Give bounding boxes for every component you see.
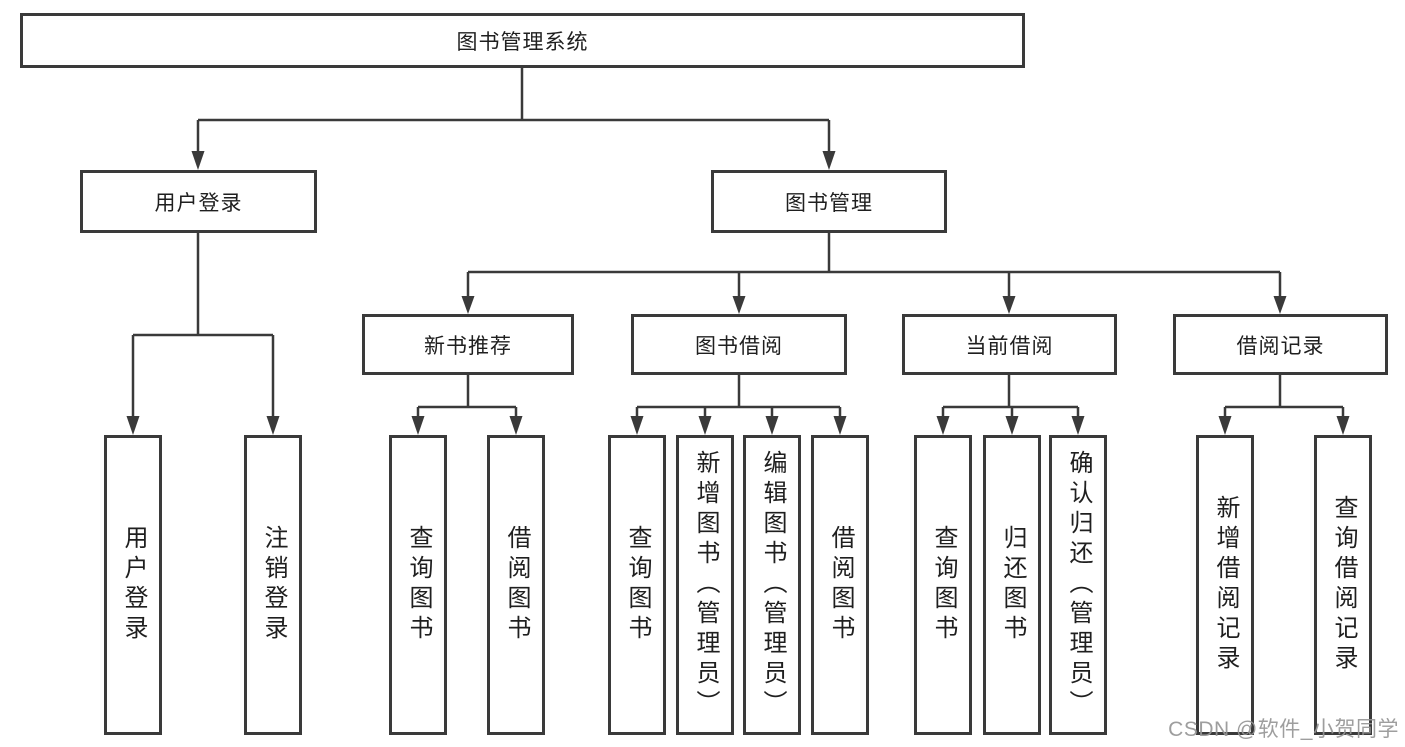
node-label: 用户登录 — [154, 191, 243, 215]
node-label: 编辑图书（管理员） — [759, 450, 786, 720]
node-new-book-recommend: 新书推荐 — [362, 314, 574, 375]
node-leaf-query-books-borrowing: 查询图书 — [608, 435, 666, 735]
node-label: 注销登录 — [260, 525, 287, 645]
node-leaf-add-books-admin: 新增图书（管理员） — [676, 435, 734, 735]
node-leaf-confirm-return-admin: 确认归还（管理员） — [1049, 435, 1107, 735]
node-label: 查询图书 — [405, 525, 432, 645]
node-label: 图书借阅 — [695, 334, 783, 358]
node-label: 新书推荐 — [424, 334, 512, 358]
node-label: 用户登录 — [120, 525, 147, 645]
node-library-management-system: 图书管理系统 — [20, 13, 1025, 68]
node-label: 确认归还（管理员） — [1065, 450, 1092, 720]
node-label: 查询图书 — [930, 525, 957, 645]
node-label: 归还图书 — [999, 525, 1026, 645]
connector-book-management-to-level3 — [461, 233, 1287, 314]
node-leaf-user-login: 用户登录 — [104, 435, 162, 735]
node-label: 借阅图书 — [503, 525, 530, 645]
node-leaf-query-borrow-record: 查询借阅记录 — [1314, 435, 1372, 735]
node-leaf-query-books-recommend: 查询图书 — [389, 435, 447, 735]
node-user-login-branch: 用户登录 — [80, 170, 317, 233]
node-book-management-branch: 图书管理 — [711, 170, 947, 233]
node-label: 新增借阅记录 — [1212, 495, 1239, 675]
connector-user-login-to-leaves — [126, 233, 280, 435]
node-borrowing-records: 借阅记录 — [1173, 314, 1388, 375]
node-label: 借阅图书 — [827, 525, 854, 645]
node-label: 查询借阅记录 — [1330, 495, 1357, 675]
node-leaf-return-books: 归还图书 — [983, 435, 1041, 735]
node-label: 图书管理 — [785, 191, 873, 215]
node-leaf-borrow-books: 借阅图书 — [811, 435, 869, 735]
node-label: 图书管理系统 — [456, 30, 589, 54]
connector-current-borrow-to-leaves — [936, 375, 1085, 435]
node-leaf-edit-books-admin: 编辑图书（管理员） — [743, 435, 801, 735]
connector-root-to-level2 — [191, 68, 836, 170]
node-leaf-logout: 注销登录 — [244, 435, 302, 735]
node-leaf-borrow-books-recommend: 借阅图书 — [487, 435, 545, 735]
csdn-watermark: CSDN @软件_小贺同学 — [1168, 718, 1399, 741]
node-leaf-query-books-current: 查询图书 — [914, 435, 972, 735]
node-leaf-add-borrow-record: 新增借阅记录 — [1196, 435, 1254, 735]
connector-book-borrow-to-leaves — [630, 375, 847, 435]
connector-new-book-rec-to-leaves — [411, 375, 523, 435]
connector-borrow-records-to-leaves — [1218, 375, 1350, 435]
node-label: 查询图书 — [624, 525, 651, 645]
node-book-borrowing: 图书借阅 — [631, 314, 847, 375]
node-current-borrowing: 当前借阅 — [902, 314, 1117, 375]
node-label: 借阅记录 — [1236, 334, 1325, 358]
node-label: 当前借阅 — [965, 334, 1054, 358]
node-label: 新增图书（管理员） — [692, 450, 719, 720]
